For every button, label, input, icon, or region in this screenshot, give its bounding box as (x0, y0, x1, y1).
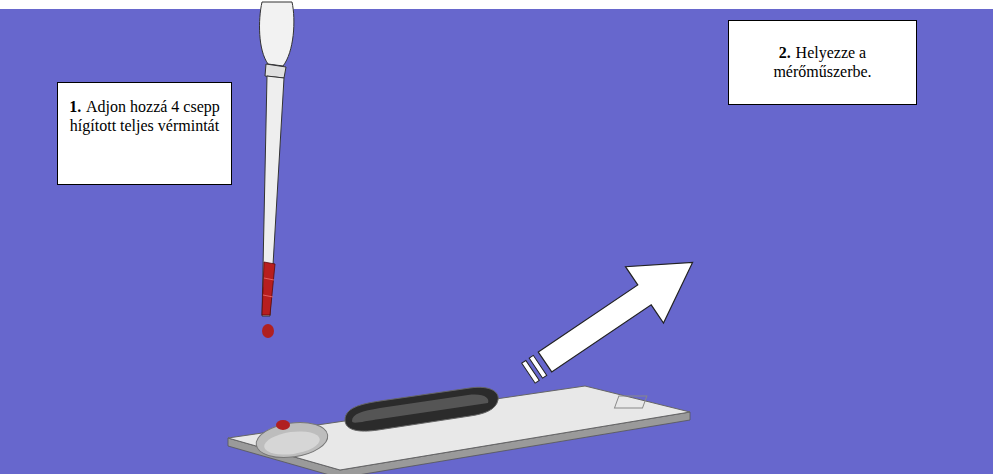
step-number: 1. (69, 98, 81, 115)
top-strip (0, 0, 993, 9)
blood-drop (276, 420, 290, 430)
sample-well (254, 418, 330, 462)
dropper-bulb (260, 2, 294, 66)
dropper (260, 2, 294, 316)
blood-in-tube (262, 262, 275, 315)
dropper-tube (262, 76, 284, 316)
instruction-box: 2.Helyezze a mérőműszerbe. (728, 20, 917, 105)
blood-drop (262, 324, 274, 338)
tube-mark (264, 278, 274, 280)
sample-well-floor (263, 428, 322, 458)
arrow-body (526, 234, 712, 390)
test-cassette (228, 386, 690, 474)
instruction-box: 1.Adjon hozzá 4 csepp hígított teljes vé… (57, 82, 232, 185)
step-text: Adjon hozzá 4 csepp hígított teljes vérm… (70, 98, 220, 134)
cassette-top (228, 386, 690, 470)
result-window (345, 387, 498, 431)
tube-mark (263, 295, 273, 297)
result-window-shade (352, 395, 488, 423)
cassette-marking (615, 396, 647, 408)
step-number: 2. (779, 44, 791, 61)
insert-arrow (509, 234, 711, 401)
